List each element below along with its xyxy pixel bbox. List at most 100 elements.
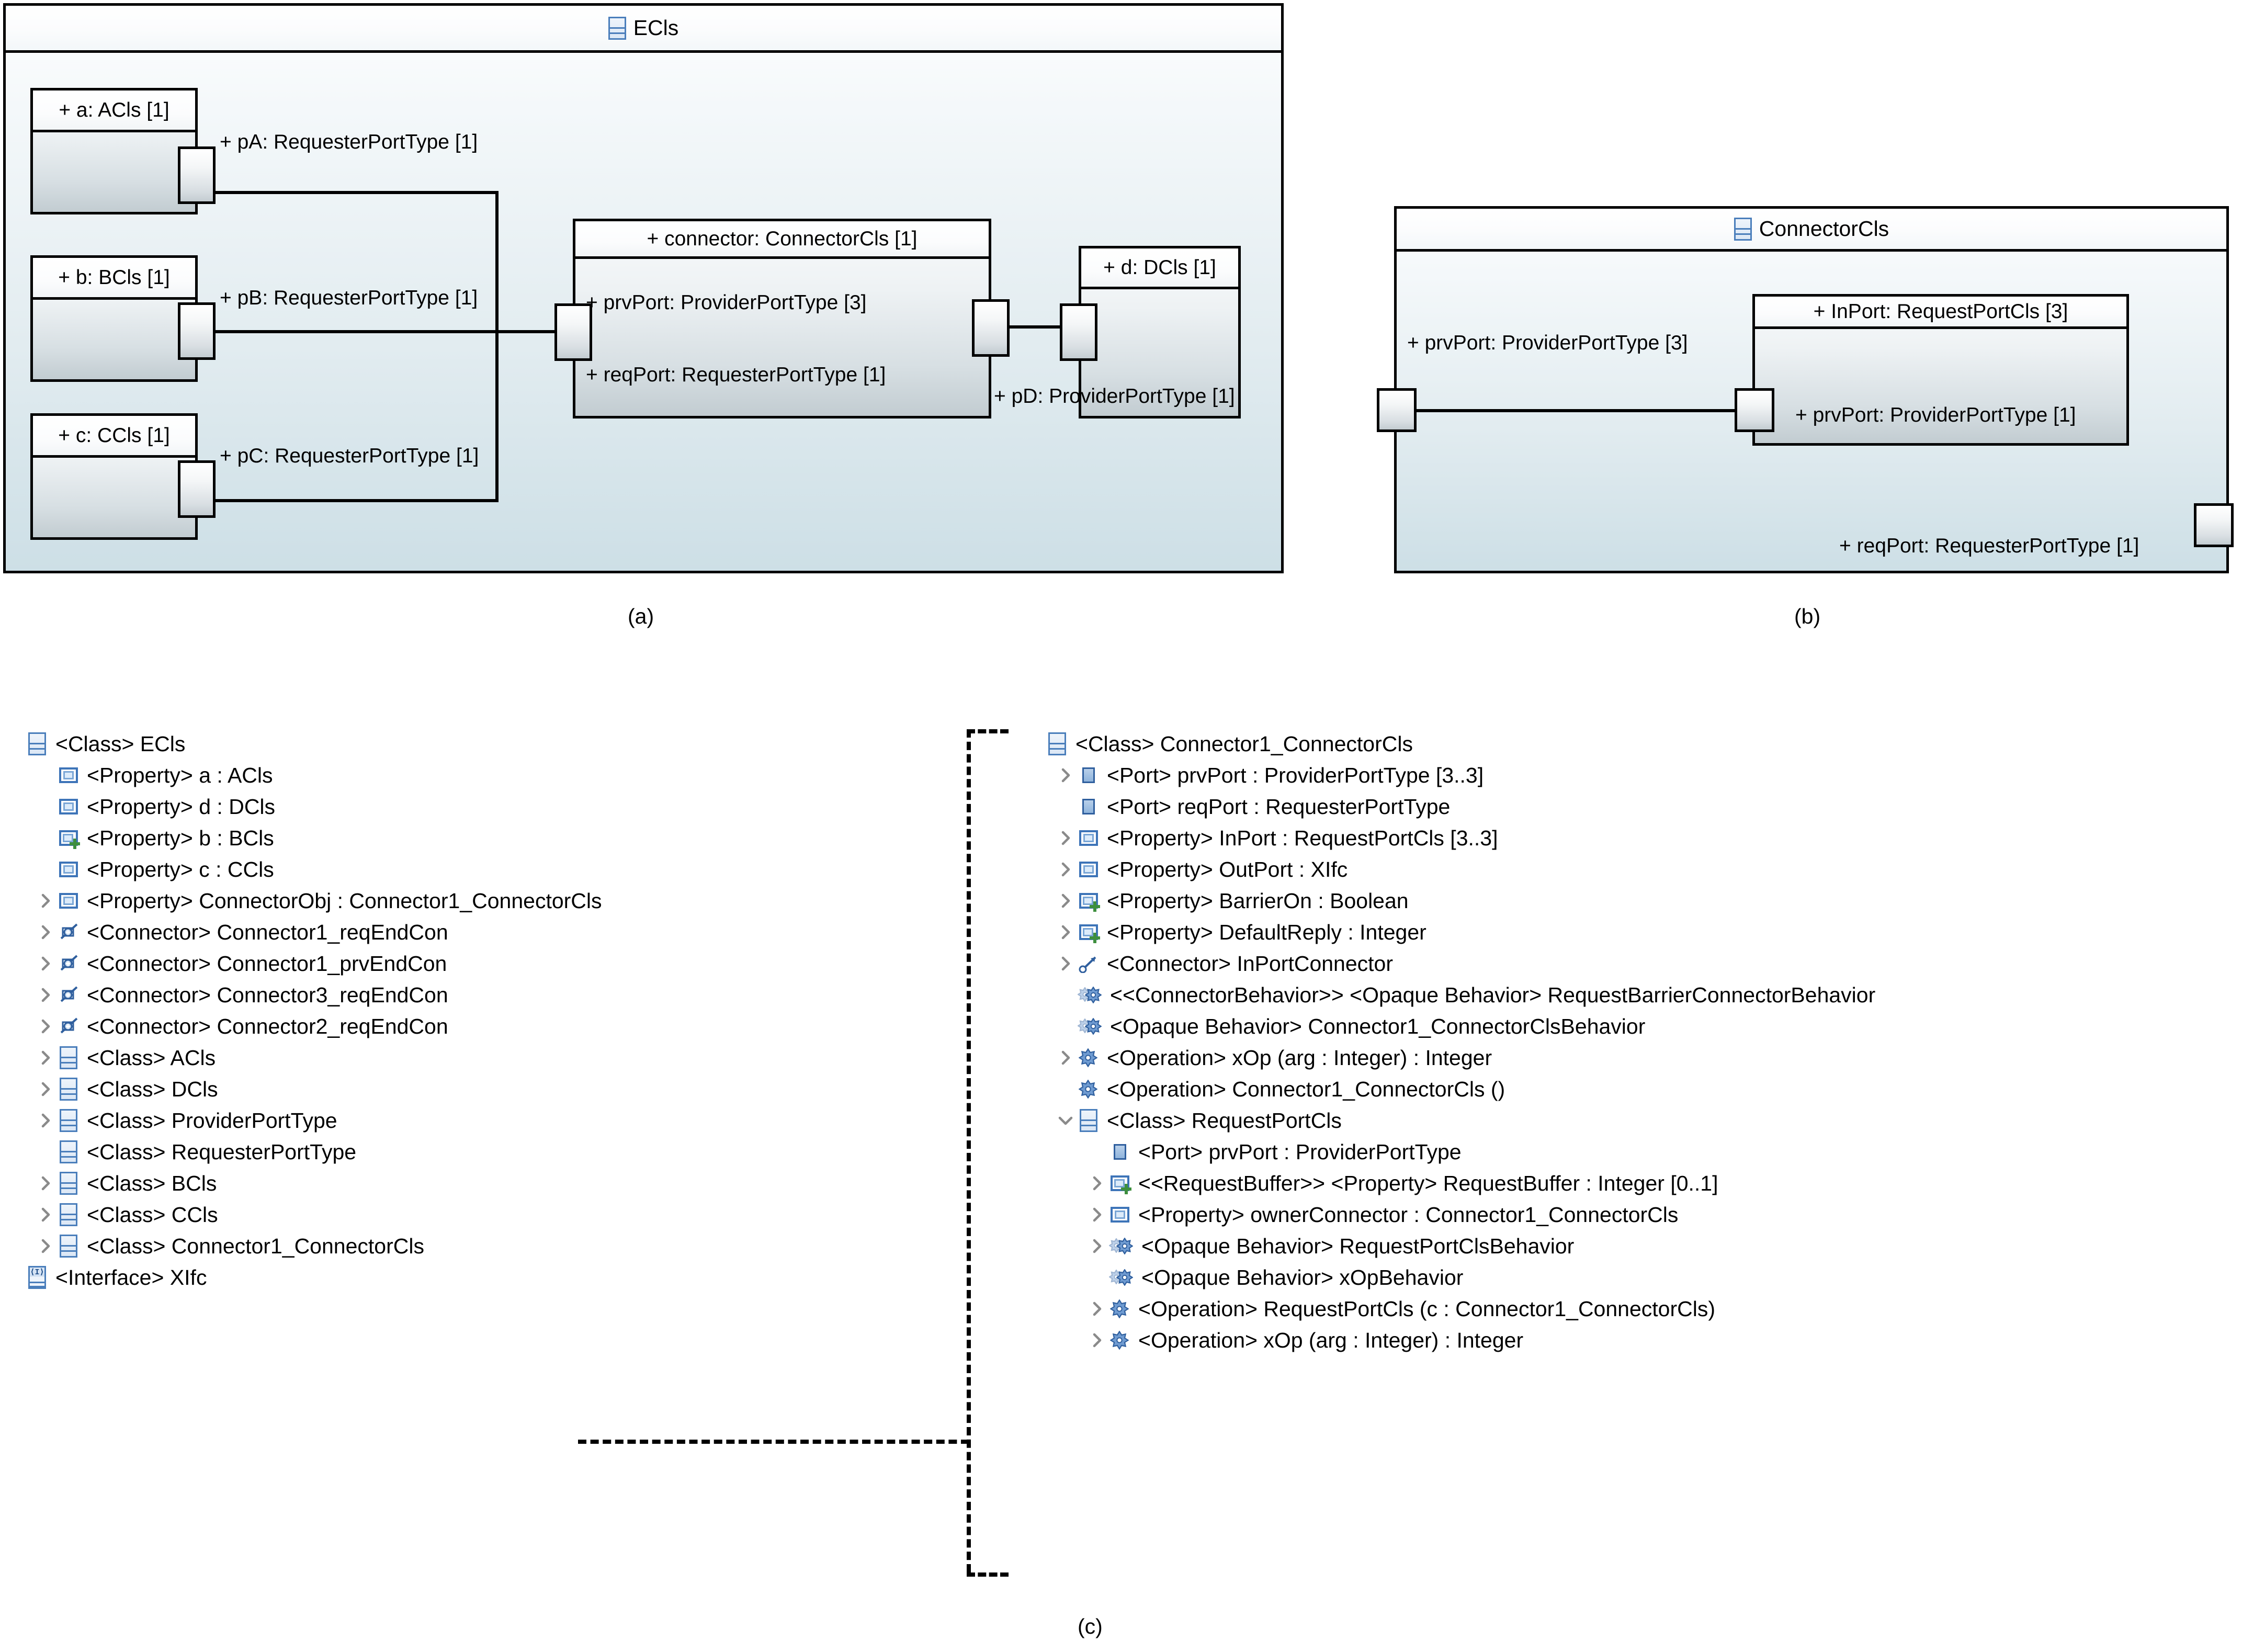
class-icon	[56, 1172, 81, 1195]
tree-item[interactable]: <Property> InPort : RequestPortCls [3..3…	[1025, 822, 1875, 854]
port-icon	[1108, 1144, 1132, 1160]
bracket-bottom	[967, 1572, 1009, 1577]
chevron-right-icon[interactable]	[1057, 861, 1074, 878]
port-pA[interactable]	[178, 146, 216, 204]
chevron-right-icon[interactable]	[1057, 1049, 1074, 1067]
tree-item[interactable]: <Class> Connector1_ConnectorCls	[1025, 728, 1875, 760]
tree-item[interactable]: <Connector> Connector2_reqEndCon	[5, 1011, 602, 1042]
tree-item[interactable]: <Opaque Behavior> Connector1_ConnectorCl…	[1025, 1011, 1875, 1042]
diagram-a-title-bar: ECls	[6, 6, 1281, 53]
chevron-right-icon[interactable]	[1088, 1206, 1106, 1224]
chevron-right-icon[interactable]	[1057, 955, 1074, 972]
port-b-reqport[interactable]	[2194, 503, 2234, 547]
tree-item[interactable]: ⟨I⟩<Interface> XIfc	[5, 1262, 602, 1293]
property-icon	[1077, 862, 1101, 877]
part-b[interactable]: + b: BCls [1]	[30, 255, 198, 382]
class-icon	[56, 1078, 81, 1101]
tree-item[interactable]: <Operation> xOp (arg : Integer) : Intege…	[1025, 1042, 1875, 1073]
chevron-right-icon[interactable]	[1088, 1174, 1106, 1192]
tree-item[interactable]: <Class> RequestPortCls	[1025, 1105, 1875, 1136]
tree-left: <Class> ECls<Property> a : ACls <Property…	[5, 728, 602, 1293]
chevron-right-icon[interactable]	[37, 1017, 54, 1035]
tree-item[interactable]: <Property> DefaultReply : Integer	[1025, 916, 1875, 948]
part-connector[interactable]: + connector: ConnectorCls [1]	[573, 219, 991, 418]
tree-item[interactable]: <Operation> RequestPortCls (c : Connecto…	[1025, 1293, 1875, 1325]
part-a[interactable]: + a: ACls [1]	[30, 88, 198, 214]
tree-item[interactable]: <Property> ConnectorObj : Connector1_Con…	[5, 885, 602, 916]
part-d[interactable]: + d: DCls [1]	[1079, 246, 1241, 418]
port-connector-left[interactable]	[554, 303, 592, 361]
tree-item[interactable]: <Class> ECls	[5, 728, 602, 760]
tree-item[interactable]: <Connector> InPortConnector	[1025, 948, 1875, 979]
chevron-right-icon[interactable]	[1057, 766, 1074, 784]
chevron-right-icon[interactable]	[37, 892, 54, 910]
tree-item-label: <Property> d : DCls	[87, 794, 276, 819]
tree-item[interactable]: <Port> reqPort : RequesterPortType	[1025, 791, 1875, 822]
tree-item[interactable]: <Connector> Connector1_prvEndCon	[5, 948, 602, 979]
tree-item-label: <Connector> Connector3_reqEndCon	[87, 982, 448, 1007]
tree-item[interactable]: <Connector> Connector3_reqEndCon	[5, 979, 602, 1011]
tree-item[interactable]: <Property> c : CCls	[5, 854, 602, 885]
tree-item[interactable]: <Property> a : ACls	[5, 760, 602, 791]
property-plus-icon	[56, 830, 81, 849]
chevron-right-icon[interactable]	[37, 1237, 54, 1255]
property-icon	[56, 799, 81, 814]
port-b-inner-prv[interactable]	[1735, 388, 1774, 432]
tree-item[interactable]: <Class> BCls	[5, 1168, 602, 1199]
operation-icon	[1077, 1048, 1101, 1068]
tree-item[interactable]: <Class> DCls	[5, 1073, 602, 1105]
port-pB[interactable]	[178, 302, 216, 360]
chevron-right-icon[interactable]	[37, 955, 54, 972]
chevron-right-icon[interactable]	[37, 1049, 54, 1067]
tree-item[interactable]: <Opaque Behavior> RequestPortClsBehavior	[1025, 1230, 1875, 1262]
link-bus-vertical	[495, 191, 499, 502]
part-inport[interactable]: + InPort: RequestPortCls [3]	[1752, 294, 2129, 446]
diagram-a-title: ECls	[633, 16, 679, 40]
chevron-right-icon[interactable]	[1088, 1300, 1106, 1318]
chevron-right-icon[interactable]	[37, 923, 54, 941]
tree-item[interactable]: <Property> b : BCls	[5, 822, 602, 854]
property-icon	[1077, 830, 1101, 846]
chevron-right-icon[interactable]	[1057, 829, 1074, 847]
port-pD[interactable]	[1060, 303, 1097, 361]
tree-item[interactable]: <Port> prvPort : ProviderPortType	[1025, 1136, 1875, 1168]
tree-item[interactable]: <Operation> xOp (arg : Integer) : Intege…	[1025, 1325, 1875, 1356]
tree-item[interactable]: <Class> Connector1_ConnectorCls	[5, 1230, 602, 1262]
part-d-label: + d: DCls [1]	[1103, 256, 1216, 279]
tree-item[interactable]: <Class> RequesterPortType	[5, 1136, 602, 1168]
operation-icon	[1108, 1330, 1132, 1350]
tree-item[interactable]: <<RequestBuffer>> <Property> RequestBuff…	[1025, 1168, 1875, 1199]
tree-item[interactable]: <Port> prvPort : ProviderPortType [3..3]	[1025, 760, 1875, 791]
chevron-right-icon[interactable]	[1057, 892, 1074, 910]
chevron-right-icon[interactable]	[1057, 923, 1074, 941]
tree-item[interactable]: <Property> OutPort : XIfc	[1025, 854, 1875, 885]
chevron-right-icon[interactable]	[37, 986, 54, 1004]
tree-item[interactable]: <Connector> Connector1_reqEndCon	[5, 916, 602, 948]
part-c[interactable]: + c: CCls [1]	[30, 413, 198, 540]
chevron-right-icon[interactable]	[1088, 1331, 1106, 1349]
chevron-right-icon[interactable]	[37, 1112, 54, 1129]
chevron-right-icon[interactable]	[37, 1174, 54, 1192]
tree-item[interactable]: <Property> BarrierOn : Boolean	[1025, 885, 1875, 916]
tree-item[interactable]: <Property> d : DCls	[5, 791, 602, 822]
tree-item-label: <Operation> xOp (arg : Integer) : Intege…	[1107, 1045, 1492, 1070]
bracket-connect-line	[578, 1440, 969, 1444]
chevron-right-icon[interactable]	[37, 1080, 54, 1098]
tree-item-label: <Property> c : CCls	[87, 857, 274, 881]
tree-item[interactable]: <Operation> Connector1_ConnectorCls ()	[1025, 1073, 1875, 1105]
tree-item[interactable]: <Property> ownerConnector : Connector1_C…	[1025, 1199, 1875, 1230]
part-inport-label: + InPort: RequestPortCls [3]	[1813, 300, 2068, 323]
chevron-right-icon[interactable]	[1088, 1237, 1106, 1255]
chevron-down-icon[interactable]	[1057, 1112, 1074, 1129]
port-pC[interactable]	[178, 460, 216, 518]
tree-item[interactable]: <Class> ACls	[5, 1042, 602, 1073]
port-b-outer-prv[interactable]	[1377, 388, 1417, 432]
tree-item[interactable]: <Class> CCls	[5, 1199, 602, 1230]
chevron-right-icon[interactable]	[37, 1206, 54, 1224]
tree-item[interactable]: <Class> ProviderPortType	[5, 1105, 602, 1136]
tree-item[interactable]: <Opaque Behavior> xOpBehavior	[1025, 1262, 1875, 1293]
part-b-label: + b: BCls [1]	[58, 266, 170, 289]
figure-a-caption: (a)	[628, 604, 654, 628]
port-connector-right[interactable]	[972, 299, 1010, 357]
tree-item[interactable]: <<ConnectorBehavior>> <Opaque Behavior> …	[1025, 979, 1875, 1011]
